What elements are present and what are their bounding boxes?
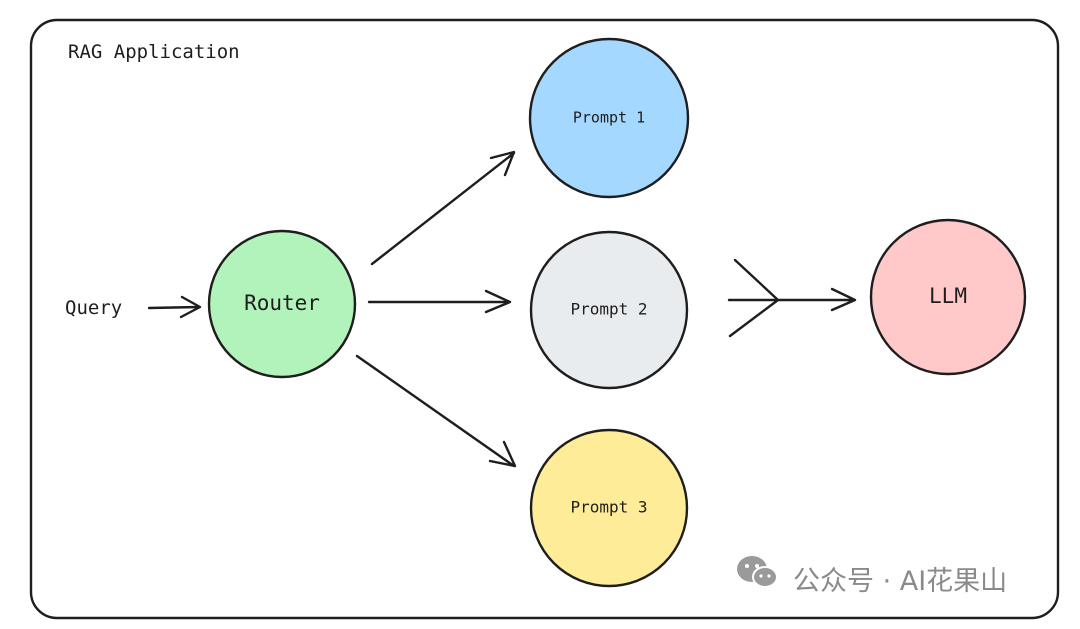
llm-node — [869, 218, 1027, 376]
router-to-prompt2-arrow — [367, 289, 512, 314]
prompt3-label: Prompt 3 — [570, 498, 647, 517]
llm-label: LLM — [929, 284, 967, 308]
watermark-text: 公众号 · AI花果山 — [793, 566, 1007, 597]
router-to-prompt1-arrow — [370, 150, 516, 266]
prompt1-label: Prompt 1 — [573, 109, 645, 127]
prompts-to-llm-arrow — [727, 258, 857, 338]
query-to-router-arrow — [147, 295, 202, 319]
wechat-icon — [737, 556, 778, 588]
application-frame — [29, 18, 1060, 620]
router-node — [207, 229, 357, 379]
watermark: 公众号 · AI花果山 — [737, 556, 1007, 597]
frame-title: RAG Application — [68, 41, 240, 63]
router-label: Router — [244, 291, 320, 315]
prompt1-node — [528, 37, 690, 199]
prompt3-node — [529, 428, 689, 588]
prompt2-node — [529, 230, 689, 390]
prompt2-label: Prompt 2 — [570, 300, 647, 319]
query-label: Query — [65, 297, 122, 319]
router-to-prompt3-arrow — [355, 354, 517, 468]
